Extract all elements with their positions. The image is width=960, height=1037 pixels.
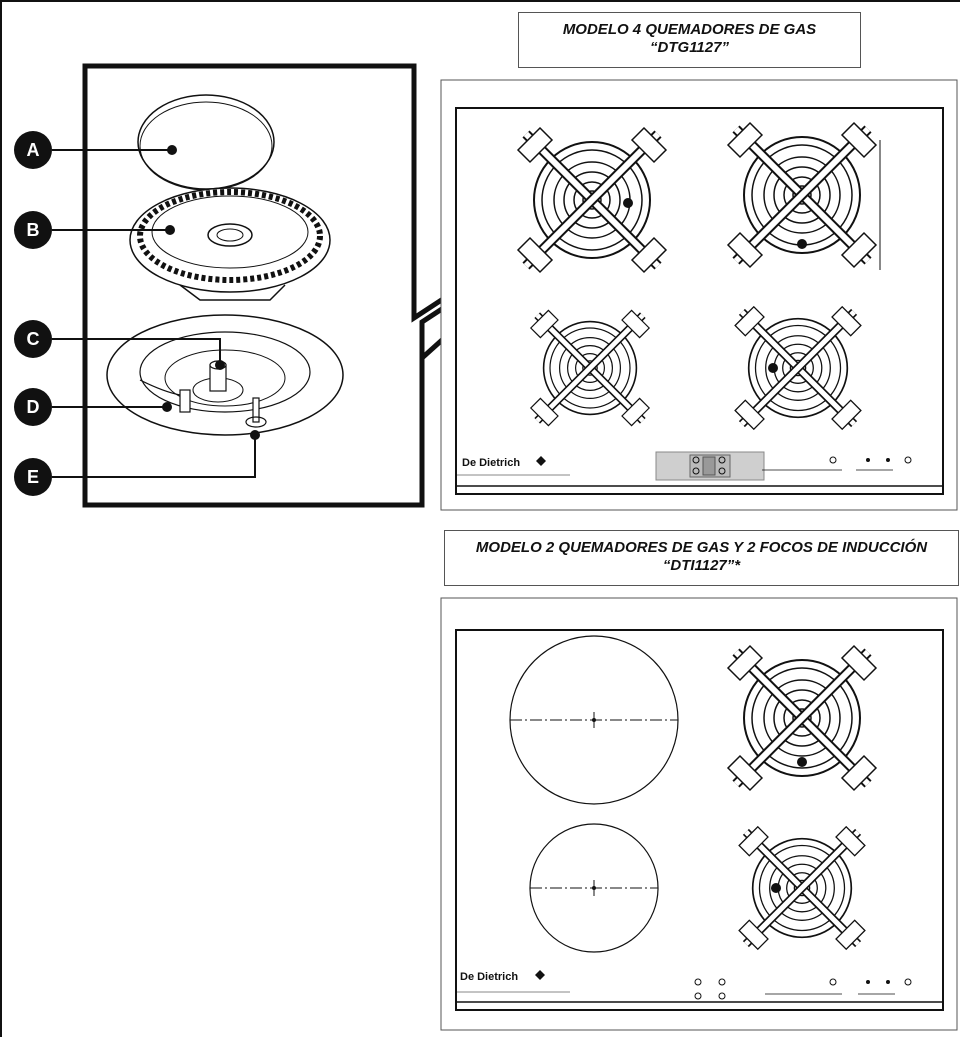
hob-gas-4-burners: De Dietrich <box>440 79 958 511</box>
svg-text:E: E <box>27 467 39 487</box>
label-c: C <box>14 320 52 358</box>
induction-zone-large <box>509 635 679 805</box>
part-labels: A B C D E <box>14 131 260 496</box>
title-mixed-line2: “DTI1127”* <box>662 557 741 574</box>
title-gas-line1: MODELO 4 QUEMADORES DE GAS <box>562 21 817 38</box>
title-gas-line2: “DTG1127” <box>650 39 729 56</box>
brand-logo-mixed-hob: De Dietrich <box>460 971 518 983</box>
brand-logo-gas-hob: De Dietrich <box>462 457 520 469</box>
svg-text:B: B <box>27 220 40 240</box>
title-mixed-model: MODELO 2 QUEMADORES DE GAS Y 2 FOCOS DE … <box>444 530 959 586</box>
label-a: A <box>14 131 52 169</box>
hob-mixed: De Dietrich <box>440 597 958 1031</box>
part-base-bowl <box>106 314 344 436</box>
title-gas-model: MODELO 4 QUEMADORES DE GAS “DTG1127” <box>518 12 861 68</box>
induction-zone-small <box>529 823 659 953</box>
label-e: E <box>14 458 52 496</box>
svg-text:A: A <box>27 140 40 160</box>
part-a-burner-cap <box>137 94 275 191</box>
label-d: D <box>14 388 52 426</box>
title-mixed-line1: MODELO 2 QUEMADORES DE GAS Y 2 FOCOS DE … <box>475 539 928 556</box>
label-b: B <box>14 211 52 249</box>
part-b-flame-spreader <box>129 187 331 301</box>
svg-text:C: C <box>27 329 40 349</box>
svg-text:D: D <box>27 397 40 417</box>
